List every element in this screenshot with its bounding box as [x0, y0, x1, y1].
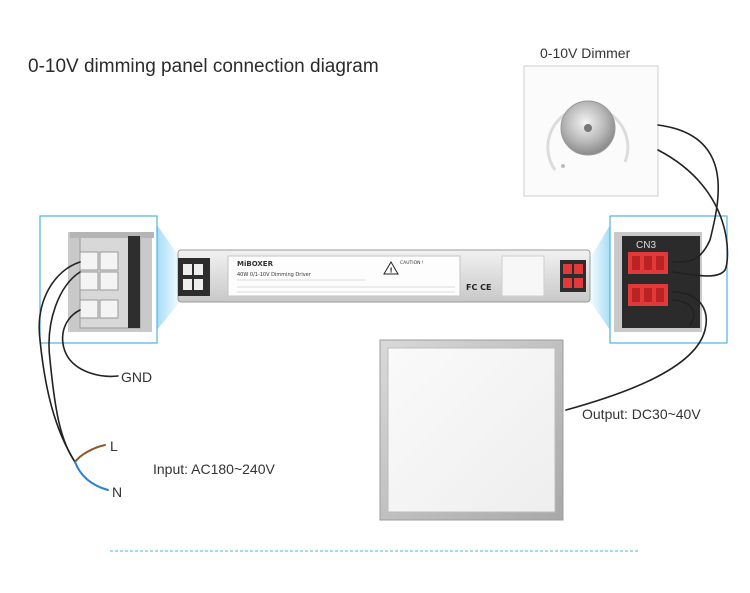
- svg-text:!: !: [390, 267, 393, 275]
- driver-certs: FC CE: [466, 283, 491, 292]
- led-panel: [379, 339, 564, 521]
- cn3-label: CN3: [636, 240, 656, 251]
- output-voltage-label: Output: DC30~40V: [582, 406, 701, 422]
- output-terminal-zoom: CN3: [588, 215, 728, 344]
- driver-brand: MiBOXER: [237, 260, 274, 268]
- gnd-label: GND: [121, 369, 153, 385]
- diagram-title: 0-10V dimming panel connection diagram: [28, 56, 379, 77]
- driver-model: 40W 0/1-10V Dimming Driver: [237, 272, 312, 278]
- neutral-label: N: [112, 484, 123, 500]
- dimmer-panel: [523, 65, 659, 197]
- driver-caution: CAUTION !: [400, 260, 424, 266]
- dimming-driver: MiBOXER 40W 0/1-10V Dimming Driver ! CAU…: [177, 249, 591, 303]
- input-voltage-label: Input: AC180~240V: [153, 461, 275, 477]
- dimmer-label: 0-10V Dimmer: [540, 45, 631, 61]
- live-label: L: [110, 438, 118, 454]
- input-terminal-zoom: [39, 215, 183, 344]
- wiring: [38, 124, 729, 491]
